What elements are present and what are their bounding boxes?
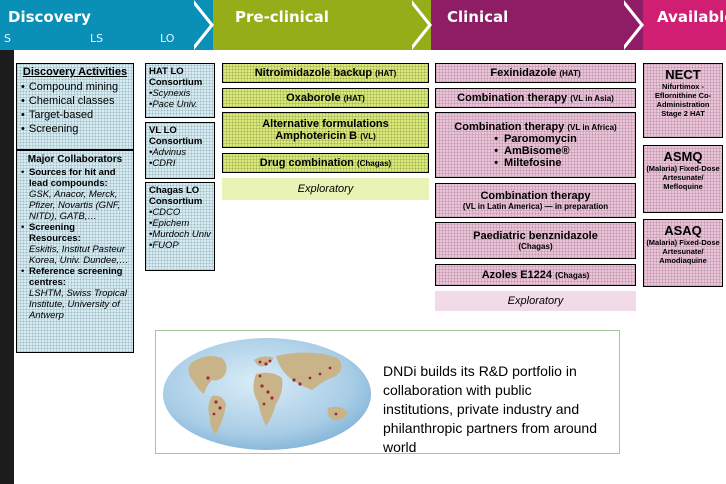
list-item: Miltefosine bbox=[494, 157, 577, 169]
consortium-member: •Advinus bbox=[149, 147, 187, 158]
collaborator-group: • Sources for hit and lead compounds: GS… bbox=[21, 167, 129, 222]
exploratory-label: Exploratory bbox=[507, 295, 564, 307]
chevron-arrow-icon bbox=[408, 0, 428, 50]
consortium-member: •Murdoch Univ bbox=[149, 229, 211, 240]
preclinical-item-drug-combination: Drug combination (Chagas) bbox=[222, 153, 429, 173]
consortium-member: •CDCO bbox=[149, 207, 181, 218]
available-item-nect: NECT Nifurtimox - Eflornithine Co-Admini… bbox=[643, 63, 723, 138]
clinical-item-combo-latam: Combination therapy (VL in Latin America… bbox=[435, 183, 636, 218]
discovery-activities-list: Compound mining Chemical classes Target-… bbox=[21, 80, 129, 136]
phase-sub-lo: LO bbox=[160, 32, 175, 45]
clinical-item-paediatric: Paediatric benznidazole (Chagas) bbox=[435, 222, 636, 259]
preclinical-item-nitroimidazole: Nitroimidazole backup (HAT) bbox=[222, 63, 429, 83]
consortium-chagas-box: Chagas LO Consortium •CDCO •Epichem •Mur… bbox=[145, 182, 215, 271]
available-item-desc: (Malaria) Fixed-Dose Artesunate/ Amodiaq… bbox=[646, 238, 720, 265]
preclinical-item-oxaborole: Oxaborole (HAT) bbox=[222, 88, 429, 108]
preclinical-item-tag: (HAT) bbox=[375, 69, 397, 78]
preclinical-item-tag: (Chagas) bbox=[356, 159, 392, 168]
consortium-member: •FUOP bbox=[149, 240, 179, 251]
preclinical-item-name: Drug combination bbox=[259, 157, 354, 169]
clinical-item-name: Combination therapy bbox=[457, 92, 568, 104]
available-item-name: ASMQ bbox=[663, 149, 703, 164]
phase-clinical-title: Clinical bbox=[447, 8, 509, 26]
clinical-item-combo-asia: Combination therapy (VL in Asia) bbox=[435, 88, 636, 108]
available-item-desc: (Malaria) Fixed-Dose Artesunate/ Mefloqu… bbox=[646, 164, 720, 191]
collaborator-group-body: Eskitis, Institut Pasteur Korea, Univ. D… bbox=[29, 244, 129, 266]
tagline-text: DNDi builds its R&D portfolio in collabo… bbox=[383, 363, 598, 455]
clinical-item-tag: (VL in Asia) bbox=[570, 94, 614, 103]
preclinical-exploratory: Exploratory bbox=[222, 178, 429, 200]
phase-clinical: Clinical bbox=[431, 0, 643, 50]
collaborator-group-head: Reference screening centres: bbox=[29, 266, 123, 288]
preclinical-item-name: Oxaborole bbox=[286, 92, 341, 104]
collaborator-group: • Reference screening centres: LSHTM, Sw… bbox=[21, 266, 128, 321]
phase-available: Available bbox=[643, 0, 726, 50]
preclinical-item-name: Alternative formulations Amphotericin B bbox=[262, 118, 389, 142]
list-item: Target-based bbox=[21, 108, 129, 122]
clinical-item-combo-africa: Combination therapy (VL in Africa) Parom… bbox=[435, 112, 636, 178]
consortium-title: HAT LO Consortium bbox=[149, 66, 203, 88]
chevron-arrow-icon bbox=[190, 0, 210, 50]
clinical-exploratory: Exploratory bbox=[435, 291, 636, 311]
world-map-globe-image bbox=[163, 338, 371, 450]
consortium-title: Chagas LO Consortium bbox=[149, 185, 203, 207]
clinical-drug-list: Paromomycin AmBisome® Miltefosine bbox=[494, 133, 577, 169]
clinical-item-tag: (Chagas) bbox=[518, 242, 553, 251]
list-item: Paromomycin bbox=[494, 133, 577, 145]
phase-sub-s: S bbox=[4, 32, 11, 45]
phase-discovery: Discovery S LS LO bbox=[0, 0, 213, 50]
phase-preclinical-title: Pre-clinical bbox=[235, 8, 329, 26]
clinical-item-name: Paediatric benznidazole bbox=[473, 230, 598, 242]
preclinical-item-tag: (HAT) bbox=[343, 94, 365, 103]
available-item-name: NECT bbox=[665, 67, 701, 82]
clinical-item-name: Azoles E1224 bbox=[481, 269, 553, 281]
clinical-item-tag: (VL in Latin America) — in preparation bbox=[462, 202, 609, 211]
consortium-title: VL LO Consortium bbox=[149, 125, 203, 147]
consortium-vl-box: VL LO Consortium •Advinus •CDRI bbox=[145, 122, 215, 179]
chevron-arrow-icon bbox=[620, 0, 640, 50]
collaborator-group-head: Sources for hit and lead compounds: bbox=[29, 167, 116, 189]
list-item: Compound mining bbox=[21, 80, 129, 94]
list-item: Chemical classes bbox=[21, 94, 129, 108]
clinical-item-tag: (Chagas) bbox=[555, 271, 590, 280]
major-collaborators-box: Major Collaborators • Sources for hit an… bbox=[16, 150, 134, 353]
clinical-item-tag: (VL in Africa) bbox=[567, 123, 617, 132]
preclinical-item-tag: (VL) bbox=[360, 132, 376, 141]
left-edge-bar bbox=[0, 0, 14, 484]
phase-discovery-title: Discovery bbox=[8, 8, 91, 26]
clinical-item-name: Fexinidazole bbox=[490, 67, 557, 79]
preclinical-item-name: Nitroimidazole backup bbox=[254, 67, 373, 79]
list-item: Screening bbox=[21, 122, 129, 136]
consortium-member: •CDRI bbox=[149, 158, 176, 169]
list-item: AmBisome® bbox=[494, 145, 577, 157]
available-item-asaq: ASAQ (Malaria) Fixed-Dose Artesunate/ Am… bbox=[643, 219, 723, 287]
collaborator-group-head: Screening Resources: bbox=[29, 222, 81, 244]
collaborator-group: • Screening Resources: Eskitis, Institut… bbox=[21, 222, 129, 266]
consortium-member: •Scynexis bbox=[149, 88, 191, 99]
consortium-member: •Epichem bbox=[149, 218, 190, 229]
discovery-activities-title: Discovery Activities bbox=[22, 66, 128, 78]
available-item-desc: Nifurtimox - Eflornithine Co-Administrat… bbox=[654, 82, 712, 118]
consortium-hat-box: HAT LO Consortium •Scynexis •Pace Univ. bbox=[145, 63, 215, 118]
exploratory-label: Exploratory bbox=[297, 183, 354, 195]
clinical-item-name: Combination therapy bbox=[480, 190, 591, 202]
phase-available-title: Available bbox=[657, 8, 726, 26]
discovery-activities-box: Discovery Activities Compound mining Che… bbox=[16, 63, 134, 150]
consortium-member: •Pace Univ. bbox=[149, 99, 198, 110]
available-item-name: ASAQ bbox=[664, 223, 702, 238]
phase-sub-ls: LS bbox=[90, 32, 104, 45]
clinical-item-azoles: Azoles E1224 (Chagas) bbox=[435, 264, 636, 286]
collaborator-group-body: LSHTM, Swiss Tropical Institute, Univers… bbox=[29, 288, 128, 321]
collaborator-group-body: GSK, Anacor, Merck, Pfizer, Novartis (GN… bbox=[29, 189, 121, 222]
preclinical-item-amphotericin: Alternative formulations Amphotericin B … bbox=[222, 112, 429, 148]
available-item-asmq: ASMQ (Malaria) Fixed-Dose Artesunate/ Me… bbox=[643, 145, 723, 213]
collaborators-title: Major Collaborators bbox=[27, 154, 123, 165]
clinical-item-name: Combination therapy bbox=[454, 121, 565, 133]
clinical-item-fexinidazole: Fexinidazole (HAT) bbox=[435, 63, 636, 83]
clinical-item-tag: (HAT) bbox=[559, 69, 581, 78]
phase-preclinical: Pre-clinical bbox=[213, 0, 431, 50]
